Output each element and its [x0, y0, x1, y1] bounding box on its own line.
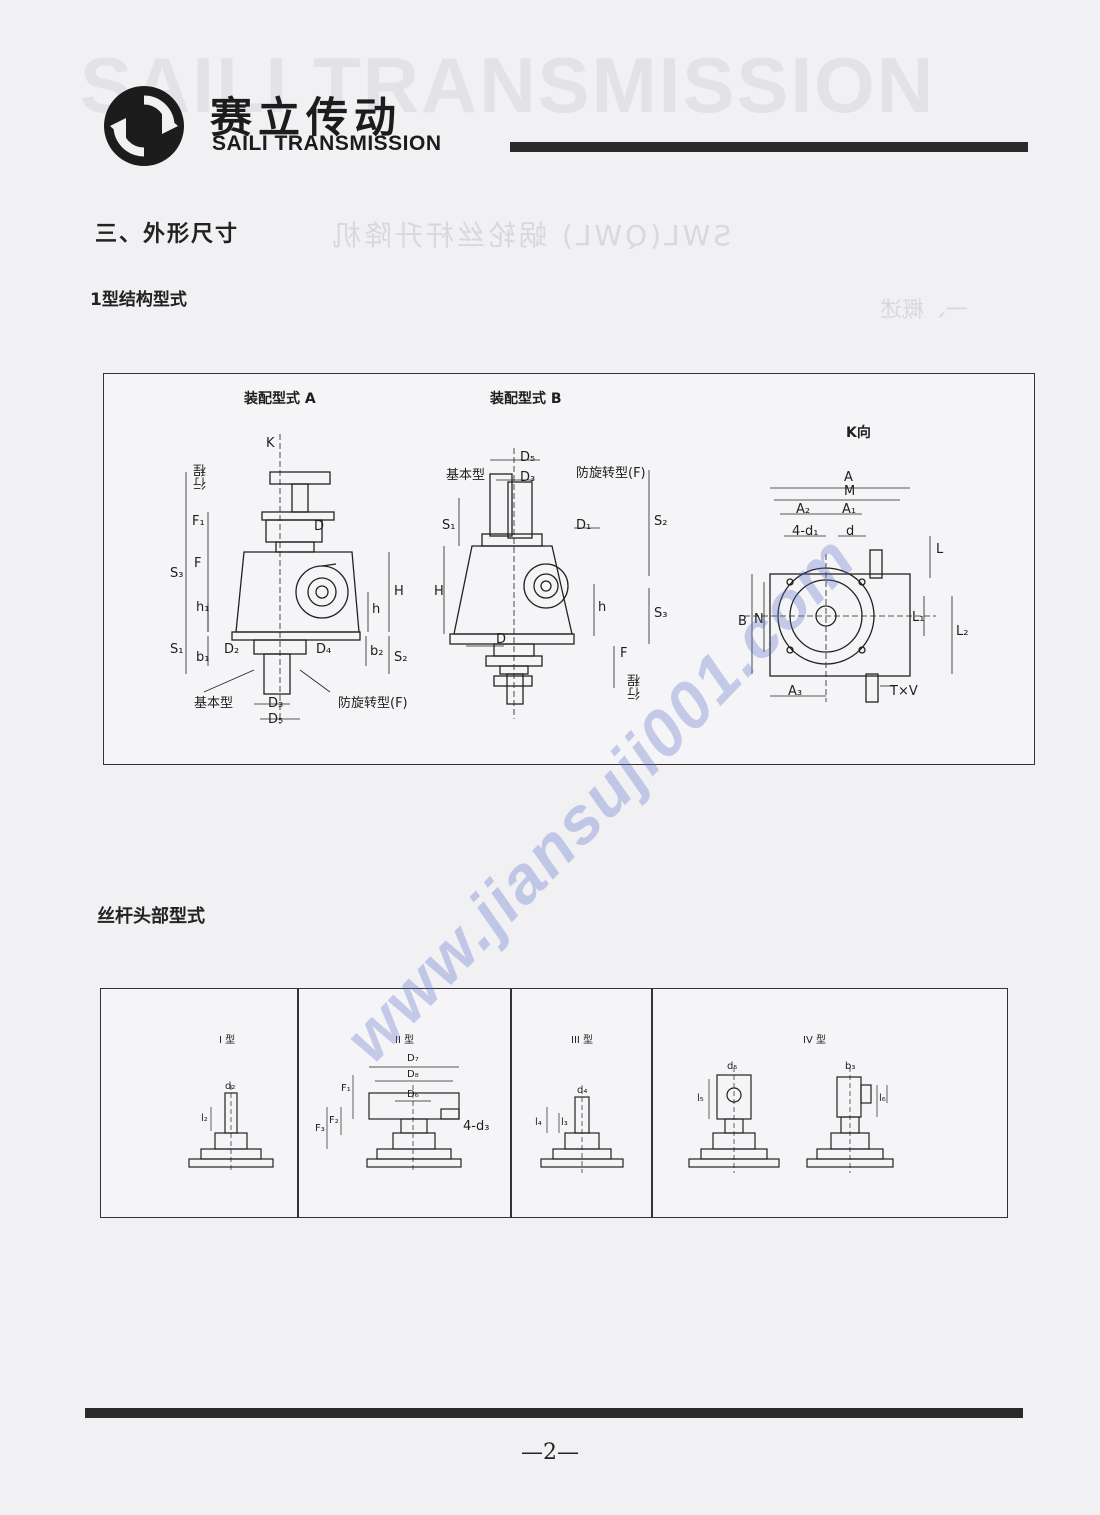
- dim-D5-a: D₅: [268, 712, 284, 727]
- dim-4-d3: 4-d₃: [463, 1119, 490, 1134]
- dim-l4: l₄: [535, 1117, 542, 1128]
- brand-name-en: SAILI TRANSMISSION: [212, 132, 442, 155]
- dim-D4: D₄: [316, 642, 332, 657]
- dim-D-a: D: [314, 519, 325, 534]
- column-divider-1: [297, 989, 299, 1217]
- dim-d2: d₂: [225, 1081, 236, 1092]
- assembly-a-caption: 装配型式 A: [244, 391, 316, 407]
- dim-L: L: [936, 542, 944, 557]
- dim-F2-head: F₂: [329, 1115, 339, 1126]
- type-2-caption: II 型: [395, 1035, 415, 1046]
- dim-h-a: h: [372, 602, 381, 617]
- dim-H-a: H: [394, 584, 404, 599]
- dim-4-d1: 4-d₁: [792, 524, 819, 539]
- dim-D8: D₈: [407, 1069, 419, 1080]
- dim-S3-b: S₃: [654, 606, 668, 621]
- dim-b1: b₁: [196, 650, 210, 665]
- dim-h-b: h: [598, 600, 607, 615]
- dim-F1-head: F₁: [341, 1083, 351, 1094]
- dim-M: M: [844, 484, 856, 499]
- dim-A: A: [844, 470, 853, 485]
- brand-name-cn: 赛立传动: [210, 93, 403, 142]
- drawing-lines: [185, 434, 953, 724]
- type-4-caption: IV 型: [803, 1035, 826, 1046]
- dim-F3-head: F₃: [315, 1123, 325, 1134]
- dim-S2-a: S₂: [394, 650, 408, 665]
- assembly-b-caption: 装配型式 B: [490, 391, 562, 407]
- dim-S1-a: S₁: [170, 642, 184, 657]
- dim-D3-a: D₃: [268, 696, 284, 711]
- dim-D7: D₇: [407, 1053, 419, 1064]
- header-rule: [510, 142, 1028, 152]
- dim-A3: A₃: [788, 684, 803, 699]
- column-divider-2: [510, 989, 512, 1217]
- dim-H-b: H: [434, 584, 444, 599]
- screw-head-lines: [188, 1066, 894, 1173]
- outline-dimension-drawing: 装配型式 A 装配型式 B K向 K 行程 F₁ D S₃ F h₁ H h S…: [103, 373, 1035, 765]
- dim-b3: b₃: [845, 1061, 856, 1072]
- column-divider-3: [651, 989, 653, 1217]
- dim-L2: L₂: [956, 624, 969, 639]
- screw-head-types-table: I 型 II 型 III 型 IV 型: [100, 988, 1008, 1218]
- dim-S1-b: S₁: [442, 518, 456, 533]
- dim-stroke-a: 行程: [194, 464, 209, 490]
- structure-subtitle: 1型结构型式: [90, 290, 187, 310]
- basic-type-label-a: 基本型: [194, 696, 234, 711]
- dim-d4: d₄: [577, 1085, 588, 1096]
- dim-l6: l₆: [879, 1093, 886, 1104]
- dim-D6: D₆: [407, 1089, 419, 1100]
- k-view-caption: K向: [846, 425, 871, 441]
- page-header: 赛立传动 SAILI TRANSMISSION: [100, 78, 1030, 168]
- dim-D1: D₁: [576, 518, 592, 533]
- dim-b2: b₂: [370, 644, 384, 659]
- footer-rule: [85, 1408, 1023, 1418]
- dim-l5: l₅: [697, 1093, 704, 1104]
- dim-F-b: F: [620, 646, 628, 661]
- dim-L1: L₁: [912, 610, 925, 625]
- dim-D-b: D: [496, 632, 507, 647]
- brand-logo-icon: [104, 86, 184, 166]
- bleed-through-product-title: SWL(QWL) 蜗轮丝杆升降机: [330, 219, 732, 252]
- type-1-caption: I 型: [219, 1035, 236, 1046]
- dim-N: N: [754, 612, 764, 627]
- dim-h1: h₁: [196, 600, 210, 615]
- dim-S3-a: S₃: [170, 566, 184, 581]
- page-number: —2—: [521, 1440, 579, 1465]
- dim-l2: l₂: [201, 1113, 208, 1124]
- dim-A1: A₁: [842, 502, 857, 517]
- background-brand-ghost: SAILI TRANSMISSION: [80, 41, 936, 129]
- dim-stroke-b: 行程: [628, 674, 643, 700]
- dim-d: d: [846, 524, 855, 539]
- bleed-through-overview: 一、概述: [880, 298, 969, 323]
- dim-D3-b: D₃: [520, 470, 536, 485]
- dim-D5-b: D₅: [520, 450, 536, 465]
- type-3-caption: III 型: [571, 1035, 594, 1046]
- dim-F-a: F: [194, 556, 202, 571]
- dim-TxV: T×V: [890, 684, 918, 699]
- dim-A2: A₂: [796, 502, 811, 517]
- dim-B: B: [738, 614, 747, 629]
- dim-F1: F₁: [192, 514, 205, 529]
- dim-l3: l₃: [561, 1117, 568, 1128]
- section-title: 三、外形尺寸: [95, 222, 240, 247]
- basic-type-label-b: 基本型: [446, 468, 486, 483]
- dim-d5: d₅: [727, 1061, 738, 1072]
- anti-rotation-label-b: 防旋转型(F): [576, 466, 646, 481]
- screw-head-subtitle: 丝杆头部型式: [97, 906, 205, 927]
- dim-D2: D₂: [224, 642, 240, 657]
- dim-K: K: [266, 436, 275, 451]
- dim-S2-b: S₂: [654, 514, 668, 529]
- anti-rotation-label-a: 防旋转型(F): [338, 696, 408, 711]
